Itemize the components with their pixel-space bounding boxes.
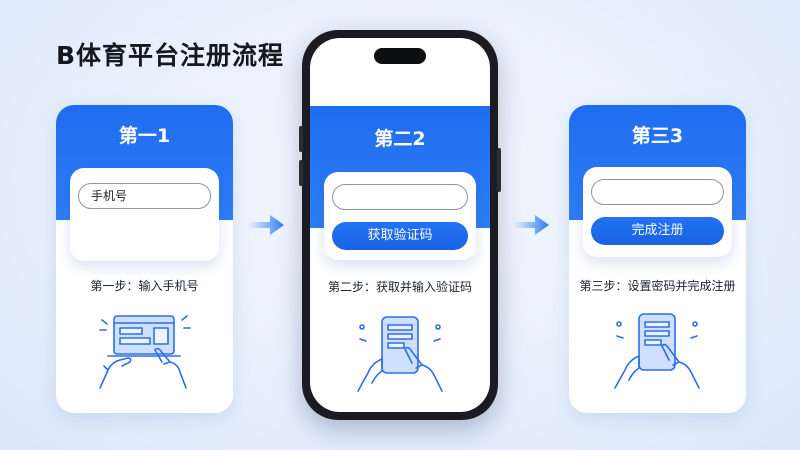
dynamic-island	[374, 48, 426, 64]
password-input[interactable]	[591, 179, 724, 205]
page-title: B体育平台注册流程	[56, 41, 285, 70]
hands-laptop-icon	[99, 315, 191, 389]
hands-phone-icon	[357, 316, 443, 392]
phone-volume-up	[299, 126, 303, 152]
step-caption-1: 第一步：输入手机号	[90, 279, 199, 293]
step-header-title-2: 第二2	[374, 128, 426, 150]
phone-power-button	[497, 148, 501, 192]
verification-code-input[interactable]	[332, 184, 468, 210]
phone-screen: 第二2 获取验证码 第二步：获取并输入验证码	[310, 38, 490, 412]
complete-registration-button[interactable]: 完成注册	[591, 217, 724, 245]
phone-number-input[interactable]: 手机号	[78, 183, 211, 209]
step-card-3: 第三3 完成注册 第三步：设置密码并完成注册	[569, 105, 746, 413]
next-step-arrow-icon	[248, 215, 284, 235]
form-panel-3: 完成注册	[583, 167, 732, 257]
phone-device: 第二2 获取验证码 第二步：获取并输入验证码	[299, 30, 501, 420]
get-code-button[interactable]: 获取验证码	[332, 222, 468, 250]
form-panel-2: 获取验证码	[324, 172, 476, 260]
step-header-title-3: 第三3	[631, 125, 684, 147]
step-header-title-1: 第一1	[118, 125, 171, 147]
hands-phone-icon	[614, 313, 700, 389]
step-caption-2: 第二步：获取并输入验证码	[327, 280, 472, 294]
form-panel-1: 手机号	[70, 168, 219, 261]
phone-volume-down	[299, 160, 303, 186]
step-card-1: 第一1 手机号 第一步：输入手机号	[56, 105, 233, 413]
next-step-arrow-icon	[513, 215, 549, 235]
step-caption-3: 第三步：设置密码并完成注册	[579, 279, 736, 293]
